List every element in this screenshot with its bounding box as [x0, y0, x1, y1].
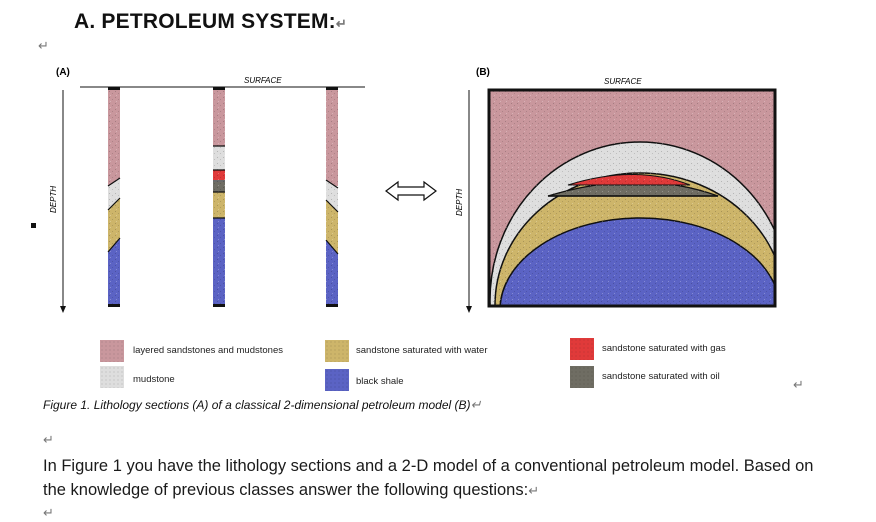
paragraph-mark: ↵	[38, 38, 49, 53]
legend-swatch-layered	[100, 340, 124, 362]
double-arrow-icon	[385, 180, 437, 202]
panel-a-label: (A)	[56, 67, 70, 78]
legend-swatch-mudstone	[100, 366, 124, 388]
paragraph-mark: ↵	[43, 505, 54, 520]
panel-a: (A) SURFACE DEPTH	[49, 67, 365, 313]
lithology-column-3	[325, 87, 339, 307]
paragraph-mark: ↵	[43, 432, 54, 447]
legend-swatch-gas	[570, 338, 594, 360]
panel-b: (B) SURFACE DEPTH	[455, 67, 777, 313]
paragraph-mark: ↵	[470, 397, 482, 412]
surface-label: SURFACE	[604, 77, 642, 86]
surface-label: SURFACE	[244, 76, 282, 85]
legend-swatch-oil	[570, 366, 594, 388]
paragraph-mark: ↵	[793, 377, 804, 392]
bullet-mark	[31, 223, 36, 228]
legend-swatch-water	[325, 340, 349, 362]
paragraph-mark: ↵	[528, 483, 540, 498]
caption-text: Figure 1. Lithology sections (A) of a cl…	[43, 398, 471, 412]
figure-caption: Figure 1. Lithology sections (A) of a cl…	[43, 397, 481, 413]
lithology-column-2	[213, 87, 225, 307]
section-heading: A. PETROLEUM SYSTEM:↵	[74, 10, 347, 34]
depth-label: DEPTH	[49, 186, 58, 213]
anticline-model	[489, 90, 775, 306]
lithology-figure: (A) SURFACE DEPTH	[49, 67, 777, 313]
legend-swatch-shale	[325, 369, 349, 391]
legend-label: black shale	[356, 376, 404, 387]
panel-b-label: (B)	[476, 67, 490, 78]
depth-arrowhead	[60, 306, 66, 313]
legend-label: sandstone saturated with gas	[602, 343, 726, 354]
model-frame	[487, 88, 777, 308]
paragraph-text: In Figure 1 you have the lithology secti…	[43, 457, 814, 499]
lithology-column-1	[107, 87, 121, 307]
legend-label: mudstone	[133, 374, 175, 385]
legend-label: sandstone saturated with water	[356, 345, 488, 356]
heading-text: A. PETROLEUM SYSTEM:	[74, 10, 336, 33]
legend-label: layered sandstones and mudstones	[133, 345, 283, 356]
depth-label: DEPTH	[455, 189, 464, 216]
paragraph-mark: ↵	[335, 16, 347, 31]
body-paragraph: In Figure 1 you have the lithology secti…	[43, 454, 823, 503]
legend-label: sandstone saturated with oil	[602, 371, 720, 382]
depth-arrowhead	[466, 306, 472, 313]
